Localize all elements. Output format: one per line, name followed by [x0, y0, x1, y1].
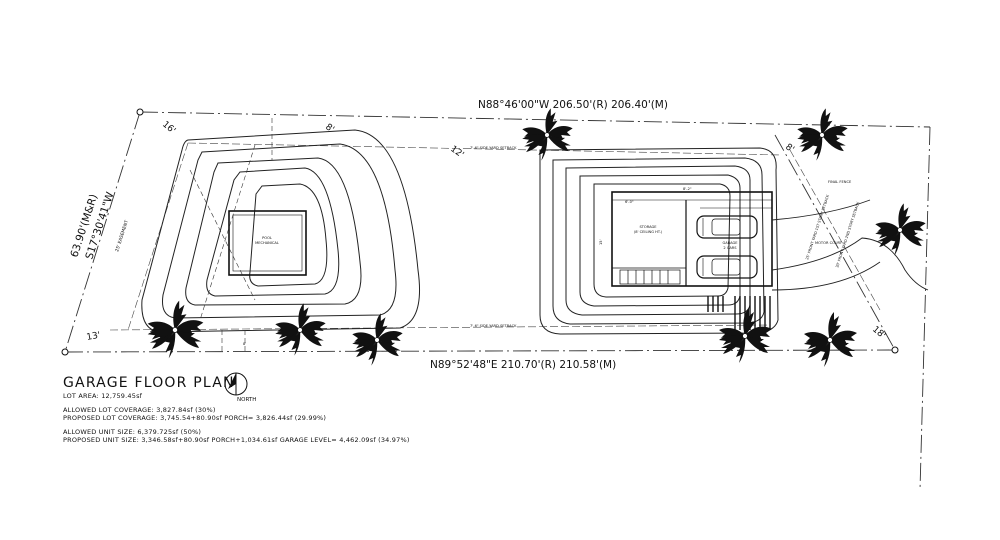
dim-label: 18' — [870, 325, 887, 342]
plan-title: GARAGE FLOOR PLAN — [63, 375, 235, 391]
allowed-unit-size: ALLOWED UNIT SIZE: 6,379.725sf (50%) — [63, 428, 202, 436]
dim-label: 6'-0" — [625, 200, 634, 204]
dim-label: 8' — [783, 142, 795, 155]
left-dimension-guides — [189, 118, 273, 352]
bearing-bottom: N89°52'48"E 210.70'(R) 210.58'(M) — [430, 359, 616, 371]
dim-label: 8' — [243, 342, 246, 346]
front-fence-label: FINAL FENCE — [828, 180, 852, 184]
front-setback-label-a: 25' FRONT YARD 1ST STORY SETBACK — [805, 194, 830, 261]
property-corner-markers — [61, 108, 899, 356]
garage-terrace-contours — [539, 147, 779, 335]
dim-label: 12' — [448, 144, 465, 160]
allowed-lot-coverage: ALLOWED LOT COVERAGE: 3,827.84sf (30%) — [63, 406, 216, 414]
pool-mechanical-room — [228, 210, 307, 276]
bearing-top: N88°46'00"W 206.50'(R) 206.40'(M) — [478, 99, 668, 111]
property-boundary — [64, 111, 931, 491]
storage-label-2: (8' CEILING HT.) — [634, 230, 663, 234]
north-label: NORTH — [237, 397, 257, 403]
exterior-stairs — [707, 296, 771, 330]
dim-label: 8'-2" — [683, 187, 692, 191]
garage-building — [611, 191, 773, 287]
lot-area: LOT AREA: 12,759.45sf — [63, 392, 143, 400]
front-setback-label-b: 30' FRONT YARD 2ND STORY SETBACK — [835, 201, 860, 269]
dim-label: 15' — [599, 239, 603, 245]
setback-label-top: 7'-6" SIDE YARD SETBACK — [470, 146, 517, 150]
motor-court-label: MOTOR COURT — [815, 241, 843, 245]
storage-label-1: STORAGE — [639, 225, 657, 229]
car-bottom — [696, 255, 758, 279]
motor-court — [771, 199, 929, 291]
pool-mechanical-label-2: MECHANICAL — [255, 241, 279, 245]
interior-stairs — [619, 269, 681, 285]
car-top — [696, 215, 758, 239]
dim-label: 16' — [160, 120, 177, 137]
setback-label-bottom: 7'-6" SIDE YARD SETBACK — [470, 324, 517, 328]
plan-notes: GARAGE FLOOR PLAN LOT AREA: 12,759.45sf … — [63, 374, 583, 444]
proposed-unit-size: PROPOSED UNIT SIZE: 3,346.58sf+80.90sf P… — [63, 436, 410, 444]
north-arrow-icon — [224, 372, 248, 396]
garage-label-1: GARAGE — [722, 241, 738, 245]
dim-label: 8' — [323, 122, 335, 135]
easement-label: 25' EASEMENT — [114, 219, 130, 252]
proposed-lot-coverage: PROPOSED LOT COVERAGE: 3,745.54+80.90sf … — [63, 414, 327, 422]
setback-lines — [109, 142, 881, 331]
pool-terrace-contours — [141, 129, 421, 333]
pool-mechanical-label-1: POOL — [262, 236, 272, 240]
garage-label-2: 2 CARS — [723, 246, 737, 250]
dim-label: 13' — [86, 331, 101, 343]
north-arrow: NORTH — [223, 371, 263, 407]
